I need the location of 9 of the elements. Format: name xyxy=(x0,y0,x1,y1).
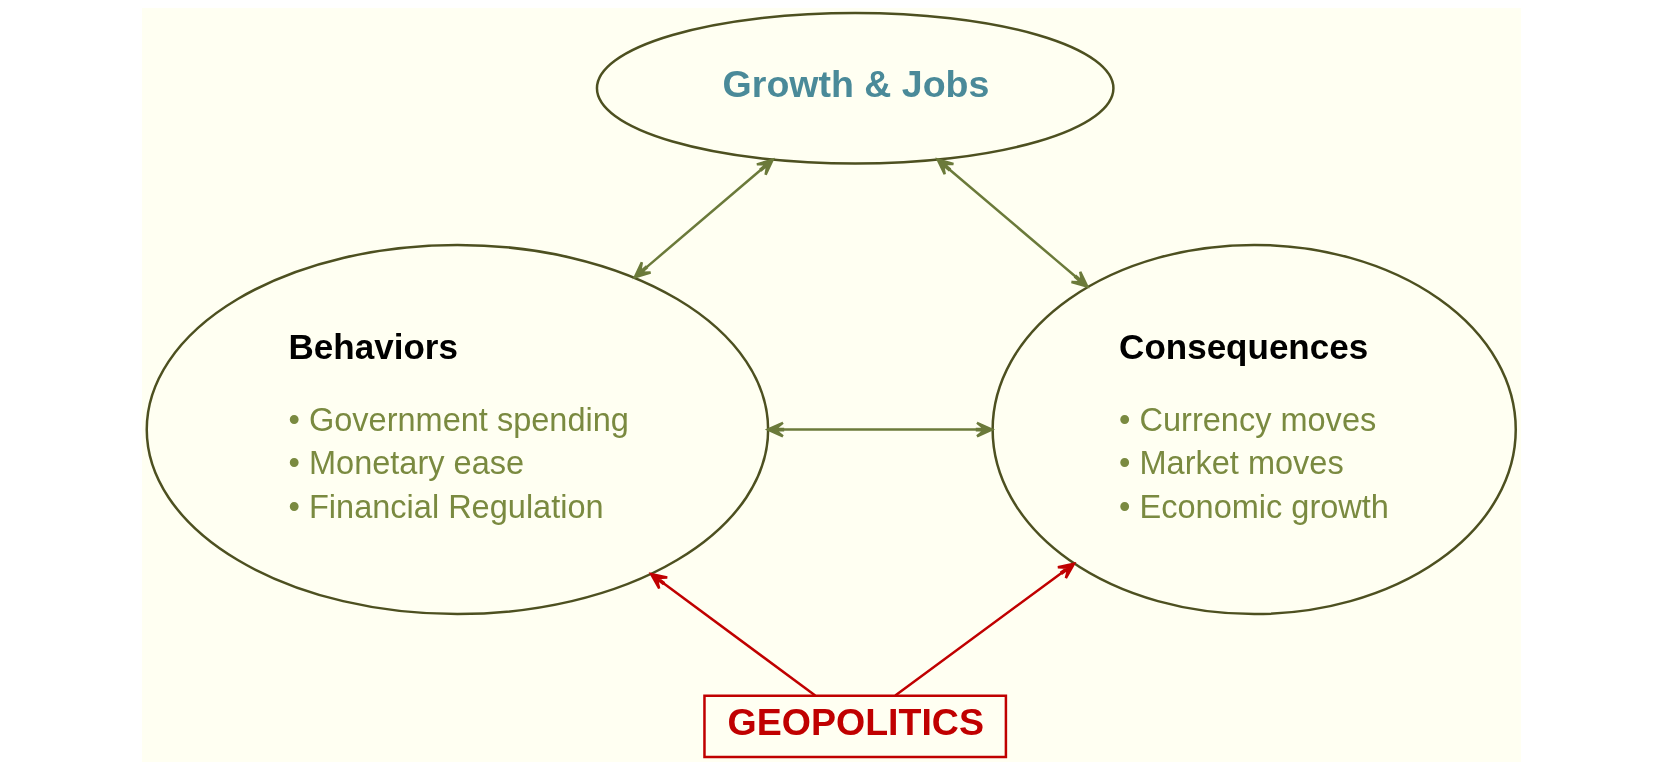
arrow xyxy=(633,158,774,279)
arrow xyxy=(766,421,994,438)
node-ellipse: Behaviors • Government spending • Monetary ease • Financial Regulation xyxy=(145,243,770,616)
node-box: GEOPOLITICS xyxy=(703,694,1008,759)
arrow xyxy=(894,562,1076,697)
arrow xyxy=(936,158,1089,288)
node-ellipse: Consequences • Currency moves • Market moves • Economic growth xyxy=(991,243,1517,616)
node-ellipse: Growth & Jobs xyxy=(595,11,1115,165)
arrow xyxy=(649,572,816,697)
